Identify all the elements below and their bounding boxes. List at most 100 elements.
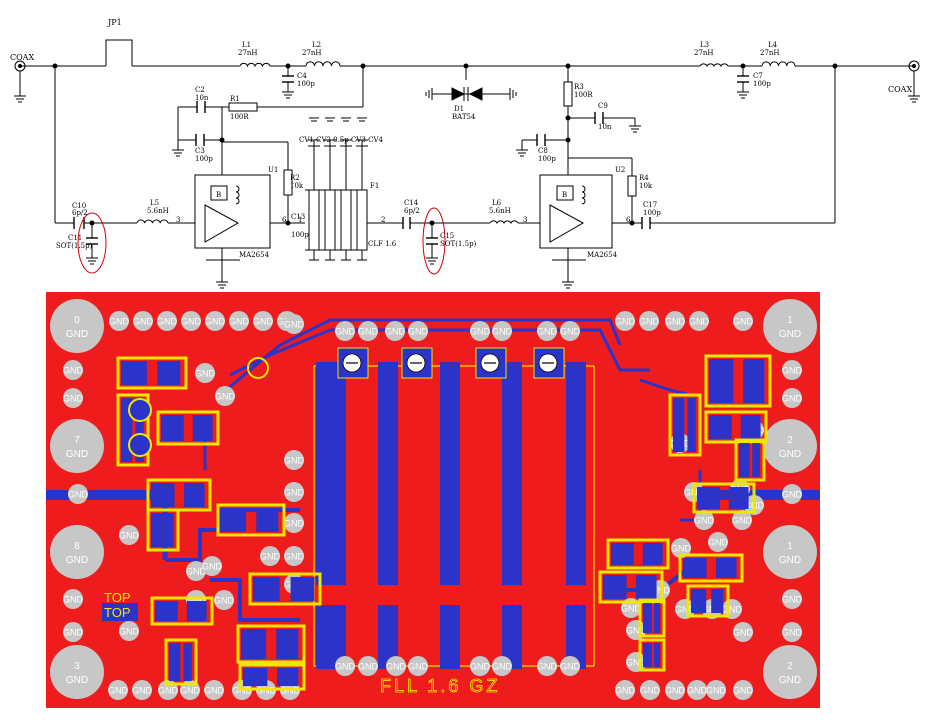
label-c7-value: 100p [753, 80, 771, 88]
gnd-pad-label: GND [782, 595, 803, 605]
corner-pad-label: GND [779, 329, 801, 340]
top-label-text: TOP [104, 590, 131, 605]
filter-bar [378, 362, 398, 669]
label-c15: C15 [440, 232, 454, 240]
gnd-pad: GND [732, 510, 753, 530]
gnd-pad: GND [63, 589, 84, 609]
label-c13-value: 100p [291, 231, 309, 239]
trace-g [639, 378, 691, 397]
gnd-pad: GND [733, 622, 754, 642]
gnd-pad-label: GND [68, 490, 89, 500]
label-u1: U1 [268, 166, 278, 174]
label-l6-value: 5.6nH [489, 207, 511, 215]
smd-component [116, 393, 150, 467]
gnd-pad-label: GND [782, 490, 803, 500]
gnd-pad-label: GND [492, 662, 513, 672]
gnd-pad: GND [215, 386, 236, 406]
smd-component [150, 596, 214, 626]
gnd-pad: GND [782, 360, 803, 380]
corner-pad-label: GND [779, 675, 801, 686]
smd-component [598, 570, 664, 604]
corner-pad-label: GND [66, 675, 88, 686]
label-f1: F1 [370, 182, 379, 190]
gnd-pad: GND [708, 532, 729, 552]
pcb-bottom-text: FLL 1.6 GZ [380, 676, 500, 696]
gnd-pad: GND [687, 680, 708, 700]
inductor-icons [136, 61, 796, 225]
gnd-pad-label: GND [782, 394, 803, 404]
gnd-pad: GND [109, 311, 130, 331]
gnd-pad-label: GND [186, 596, 207, 606]
gnd-pad: GND [63, 622, 84, 642]
filter-bar [440, 362, 460, 669]
gnd-pad-label: GND [284, 456, 305, 466]
label-c17-value: 100p [643, 209, 661, 217]
label-c9: C9 [598, 102, 608, 110]
pcb-components [116, 354, 772, 691]
gnd-pad-label: GND [706, 686, 727, 696]
gnd-pad-label: GND [782, 366, 803, 376]
gnd-pad: GND [665, 311, 686, 331]
gnd-pad-label: GND [335, 327, 356, 337]
gnd-pad: GND [229, 311, 250, 331]
smd-component [216, 503, 286, 537]
gnd-pad: GND [157, 311, 178, 331]
label-r2-value: 10k [290, 182, 304, 190]
label-c7: C7 [753, 72, 763, 80]
gnd-pad: GND [202, 556, 223, 576]
label-pin6-u1: 6 [282, 216, 287, 224]
gnd-pad-label: GND [470, 662, 491, 672]
gnd-pad-label: GND [181, 317, 202, 327]
label-c3-value: 100p [195, 155, 213, 163]
gnd-pad-label: GND [180, 686, 201, 696]
label-b-u2: B [562, 191, 567, 199]
label-r3-value: 100R [574, 91, 593, 99]
gnd-pad: GND [733, 311, 754, 331]
gnd-pad-label: GND [650, 586, 671, 596]
gnd-pad-label: GND [671, 544, 692, 554]
corner-pad-number: 2 [787, 435, 793, 446]
gnd-pad-label: GND [157, 317, 178, 327]
smd-component [156, 410, 220, 446]
coax-right-icon [908, 60, 920, 103]
gnd-pad: GND [181, 311, 202, 331]
gnd-pad: GND [470, 656, 491, 676]
gnd-pad: GND [470, 321, 491, 341]
label-b-u1: B [216, 191, 221, 199]
label-c4-value: 100p [297, 80, 315, 88]
gnd-pad: GND [689, 311, 710, 331]
gnd-pad: GND [615, 311, 636, 331]
label-l1: L1 [242, 41, 251, 49]
gnd-pad: GND [284, 314, 305, 334]
gnd-pad-label: GND [63, 595, 84, 605]
label-l3: L3 [700, 41, 709, 49]
label-r3: R3 [574, 83, 584, 91]
gnd-pad-label: GND [385, 327, 406, 337]
label-l5: L5 [150, 199, 159, 207]
gnd-pad: GND [284, 513, 305, 533]
label-l5-value: 5.6nH [147, 207, 169, 215]
gnd-pad: GND [671, 538, 692, 558]
gnd-pad: GND [665, 680, 686, 700]
smd-component [678, 553, 744, 583]
label-ma2654-u1: MA2654 [239, 251, 270, 259]
corner-pad-number: 2 [787, 661, 793, 672]
label-l3-value: 27nH [694, 49, 714, 57]
gnd-pad-label: GND [665, 686, 686, 696]
gnd-pad-label: GND [284, 519, 305, 529]
gnd-pad: GND [358, 321, 379, 341]
gnd-pad: GND [132, 680, 153, 700]
label-r4-value: 10k [639, 182, 653, 190]
gnd-pad-label: GND [186, 567, 207, 577]
smd-component [164, 638, 198, 686]
gnd-pad-label: GND [358, 662, 379, 672]
gnd-pad: GND [108, 680, 129, 700]
schematic-junctions [52, 63, 838, 226]
highlight-ellipse-right [422, 207, 446, 275]
gnd-pad-label: GND [626, 626, 647, 636]
gnd-pad-label: GND [284, 320, 305, 330]
